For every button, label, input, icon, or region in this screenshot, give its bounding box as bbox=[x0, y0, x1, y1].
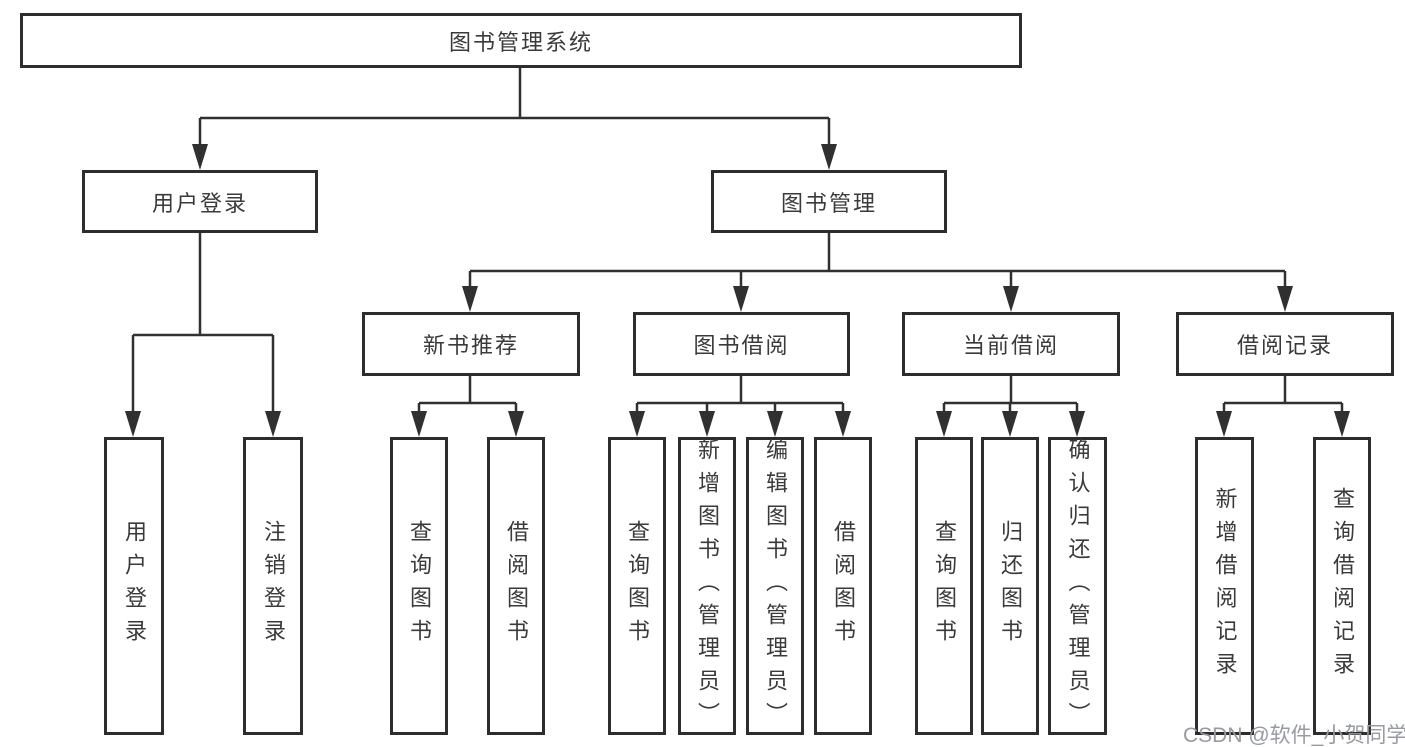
leaf-query-borrow-record: 查询借阅记录 bbox=[1313, 437, 1371, 735]
leaf-label: 借阅图书 bbox=[504, 520, 529, 652]
leaf-return-books: 归还图书 bbox=[981, 437, 1039, 735]
leaf-query-books-2: 查询图书 bbox=[608, 437, 666, 735]
node-current-borrowing: 当前借阅 bbox=[902, 312, 1120, 376]
leaf-label: 查询图书 bbox=[625, 520, 650, 652]
leaf-label: 新增借阅记录 bbox=[1212, 487, 1238, 685]
node-user-login: 用户登录 bbox=[82, 170, 318, 233]
csdn-watermark: CSDN @软件_小贺同学 bbox=[1183, 724, 1405, 747]
node-book-management: 图书管理 bbox=[711, 170, 947, 233]
leaf-query-books-1: 查询图书 bbox=[390, 437, 448, 735]
leaf-label: 归还图书 bbox=[998, 520, 1023, 652]
leaf-label: 注销登录 bbox=[261, 520, 286, 652]
arrowheads bbox=[125, 144, 1350, 437]
connector-path bbox=[131, 68, 1344, 417]
leaf-logout: 注销登录 bbox=[243, 437, 303, 735]
leaf-label: 查询借阅记录 bbox=[1330, 487, 1355, 685]
leaf-add-books-admin: 新增图书（管理员） bbox=[678, 437, 736, 735]
node-root-library-system: 图书管理系统 bbox=[20, 13, 1022, 68]
node-new-book-recommend: 新书推荐 bbox=[362, 312, 580, 376]
leaf-label: 查询图书 bbox=[407, 520, 432, 652]
leaf-query-books-3: 查询图书 bbox=[915, 437, 973, 735]
leaf-label: 确认归还（管理员） bbox=[1065, 437, 1091, 735]
leaf-label: 新增图书（管理员） bbox=[695, 437, 720, 735]
leaf-confirm-return-admin: 确认归还（管理员） bbox=[1048, 437, 1107, 735]
node-borrowing-records: 借阅记录 bbox=[1176, 312, 1394, 376]
leaf-label: 查询图书 bbox=[932, 520, 957, 652]
leaf-edit-books-admin: 编辑图书（管理员） bbox=[746, 437, 804, 735]
leaf-label: 借阅图书 bbox=[831, 520, 856, 652]
leaf-label: 用户登录 bbox=[122, 520, 147, 652]
node-book-borrowing: 图书借阅 bbox=[633, 312, 850, 376]
leaf-user-login: 用户登录 bbox=[104, 437, 164, 735]
leaf-add-borrow-record: 新增借阅记录 bbox=[1195, 437, 1254, 735]
leaf-borrow-books-2: 借阅图书 bbox=[814, 437, 872, 735]
leaf-borrow-books-1: 借阅图书 bbox=[487, 437, 545, 735]
leaf-label: 编辑图书（管理员） bbox=[763, 437, 788, 735]
